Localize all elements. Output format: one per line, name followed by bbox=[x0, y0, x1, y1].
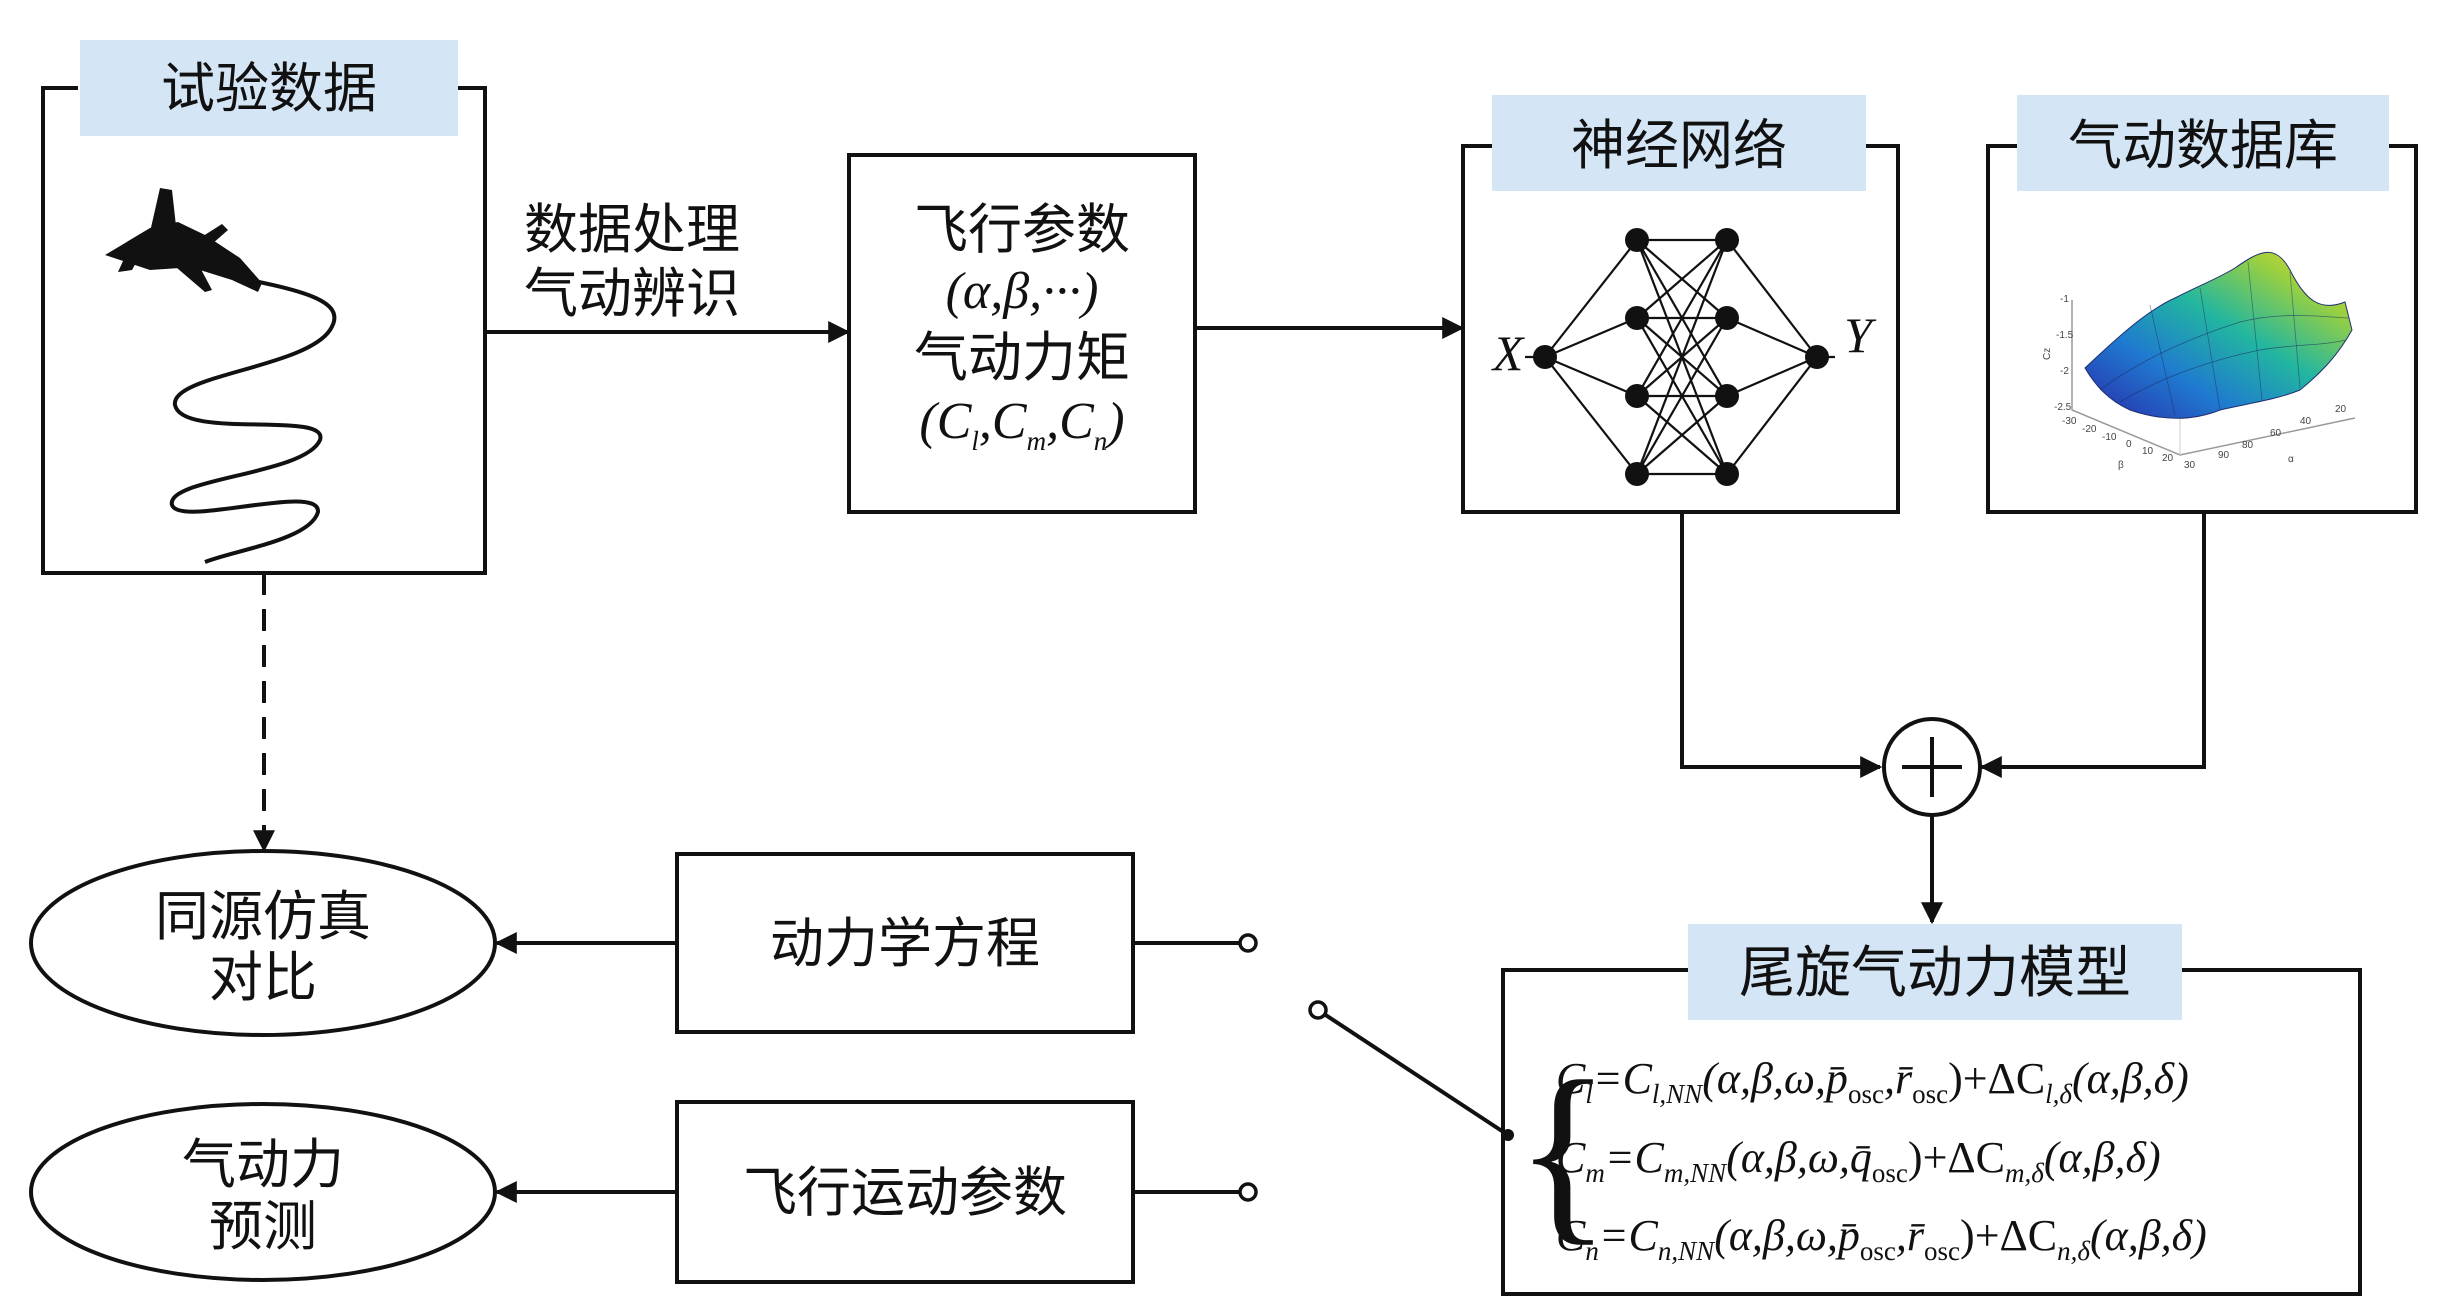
network-node bbox=[1625, 462, 1649, 486]
comparison-line2: 对比 bbox=[209, 946, 317, 1009]
surface-plot-icon: Cz -1 -1.5 -2 -2.5 -30 -20 -10 0 10 20 3… bbox=[2042, 251, 2356, 471]
spin-model-block: 尾旋气动力模型 { Cl=Cl,NN(α,β,ω,p̄osc,r̄osc)+ΔC… bbox=[1501, 924, 2362, 1296]
x-tick: 20 bbox=[2162, 453, 2174, 464]
y-tick: 90 bbox=[2218, 450, 2230, 461]
network-edge bbox=[1726, 316, 1818, 359]
aircraft-icon bbox=[105, 188, 262, 292]
network-node bbox=[1625, 384, 1649, 408]
network-node bbox=[1533, 345, 1557, 369]
network-edge bbox=[1635, 239, 1729, 475]
x-tick: 30 bbox=[2184, 460, 2196, 471]
z-tick: -2.5 bbox=[2054, 402, 2072, 413]
prediction-line1: 气动力 bbox=[182, 1133, 344, 1196]
network-edge bbox=[1636, 239, 1728, 319]
dynamics-block: 动力学方程 bbox=[675, 852, 1258, 1034]
flight-params-block: 飞行参数 (α,β,···) 气动力矩 (Cl,Cm,Cn) bbox=[847, 153, 1197, 514]
network-edge bbox=[1544, 355, 1638, 398]
z-tick: -1.5 bbox=[2056, 330, 2074, 341]
aero-moments-title: 气动力矩 bbox=[914, 326, 1130, 389]
mode-switch bbox=[1308, 1000, 1514, 1141]
network-edge bbox=[1636, 395, 1728, 475]
z-tick: -1 bbox=[2060, 294, 2069, 305]
network-input-label: X bbox=[1491, 325, 1526, 381]
prediction-line2: 预测 bbox=[209, 1195, 317, 1258]
network-node bbox=[1805, 345, 1829, 369]
flight-params-angles: (α,β,···) bbox=[946, 263, 1099, 320]
y-tick: 60 bbox=[2270, 428, 2282, 439]
x-tick: -30 bbox=[2062, 416, 2077, 427]
neural-network-title: 神经网络 bbox=[1571, 114, 1787, 177]
neural-network-block: 神经网络 X Y bbox=[1461, 95, 1900, 514]
database-to-sum-connector bbox=[1979, 512, 2206, 778]
network-edge bbox=[1726, 239, 1818, 358]
aero-database-title: 气动数据库 bbox=[2068, 114, 2338, 177]
z-tick: -2 bbox=[2060, 366, 2069, 377]
equation-roll: Cl=Cl,NN(α,β,ω,p̄osc,r̄osc)+ΔCl,δ(α,β,δ) bbox=[1556, 1054, 2189, 1109]
x-tick: -20 bbox=[2082, 424, 2097, 435]
moment-coefficients: (Cl,Cm,Cn) bbox=[919, 393, 1124, 456]
y-tick: 20 bbox=[2335, 404, 2347, 415]
processing-line1: 数据处理 bbox=[524, 198, 740, 261]
flight-motion-terminal bbox=[1238, 1182, 1258, 1202]
prediction-node: 气动力 预测 bbox=[29, 1102, 497, 1282]
spin-trajectory-icon bbox=[169, 273, 337, 564]
test-data-block: 试验数据 bbox=[41, 40, 487, 575]
network-edge bbox=[1544, 356, 1638, 475]
y-tick: 80 bbox=[2242, 440, 2254, 451]
network-node bbox=[1715, 384, 1739, 408]
network-edge bbox=[1636, 239, 1728, 397]
y-tick: 40 bbox=[2300, 416, 2312, 427]
flight-params-title: 飞行参数 bbox=[914, 198, 1130, 261]
spin-model-title: 尾旋气动力模型 bbox=[1739, 941, 2131, 1006]
network-edge bbox=[1544, 239, 1638, 358]
network-edge bbox=[1726, 356, 1818, 475]
comparison-line1: 同源仿真 bbox=[155, 885, 371, 948]
x-tick: 10 bbox=[2142, 446, 2154, 457]
network-output-label: Y bbox=[1844, 307, 1877, 363]
network-graph bbox=[1525, 228, 1835, 486]
x-tick: -10 bbox=[2102, 432, 2117, 443]
x-tick: 0 bbox=[2126, 439, 2132, 450]
test-data-title: 试验数据 bbox=[161, 57, 377, 120]
network-to-sum-connector bbox=[1680, 512, 1883, 778]
dynamics-terminal bbox=[1238, 933, 1258, 953]
equation-brace: { bbox=[1515, 1041, 1611, 1262]
network-node bbox=[1715, 306, 1739, 330]
flight-motion-label: 飞行运动参数 bbox=[743, 1161, 1067, 1224]
processing-line2: 气动辨识 bbox=[524, 262, 740, 325]
dynamics-label: 动力学方程 bbox=[770, 912, 1040, 975]
network-node bbox=[1715, 462, 1739, 486]
sum-junction bbox=[1882, 717, 1982, 817]
network-edge bbox=[1636, 317, 1728, 475]
equation-pitch: Cm=Cm,NN(α,β,ω,q̄osc)+ΔCm,δ(α,β,δ) bbox=[1556, 1133, 2161, 1188]
flight-motion-block: 飞行运动参数 bbox=[675, 1100, 1258, 1284]
network-edge bbox=[1544, 316, 1638, 359]
network-node bbox=[1715, 228, 1739, 252]
network-node bbox=[1625, 228, 1649, 252]
y-axis-label: α bbox=[2288, 454, 2294, 465]
network-edge bbox=[1726, 355, 1818, 398]
z-axis-label: Cz bbox=[2042, 348, 2053, 360]
equation-yaw: Cn=Cn,NN(α,β,ω,p̄osc,r̄osc)+ΔCn,δ(α,β,δ) bbox=[1556, 1211, 2207, 1266]
comparison-node: 同源仿真 对比 bbox=[29, 849, 497, 1037]
aero-database-block: 气动数据库 Cz -1 -1.5 -2 -2.5 -30 -20 -10 0 1… bbox=[1986, 95, 2418, 514]
x-axis-label: β bbox=[2118, 460, 2124, 471]
network-node bbox=[1625, 306, 1649, 330]
